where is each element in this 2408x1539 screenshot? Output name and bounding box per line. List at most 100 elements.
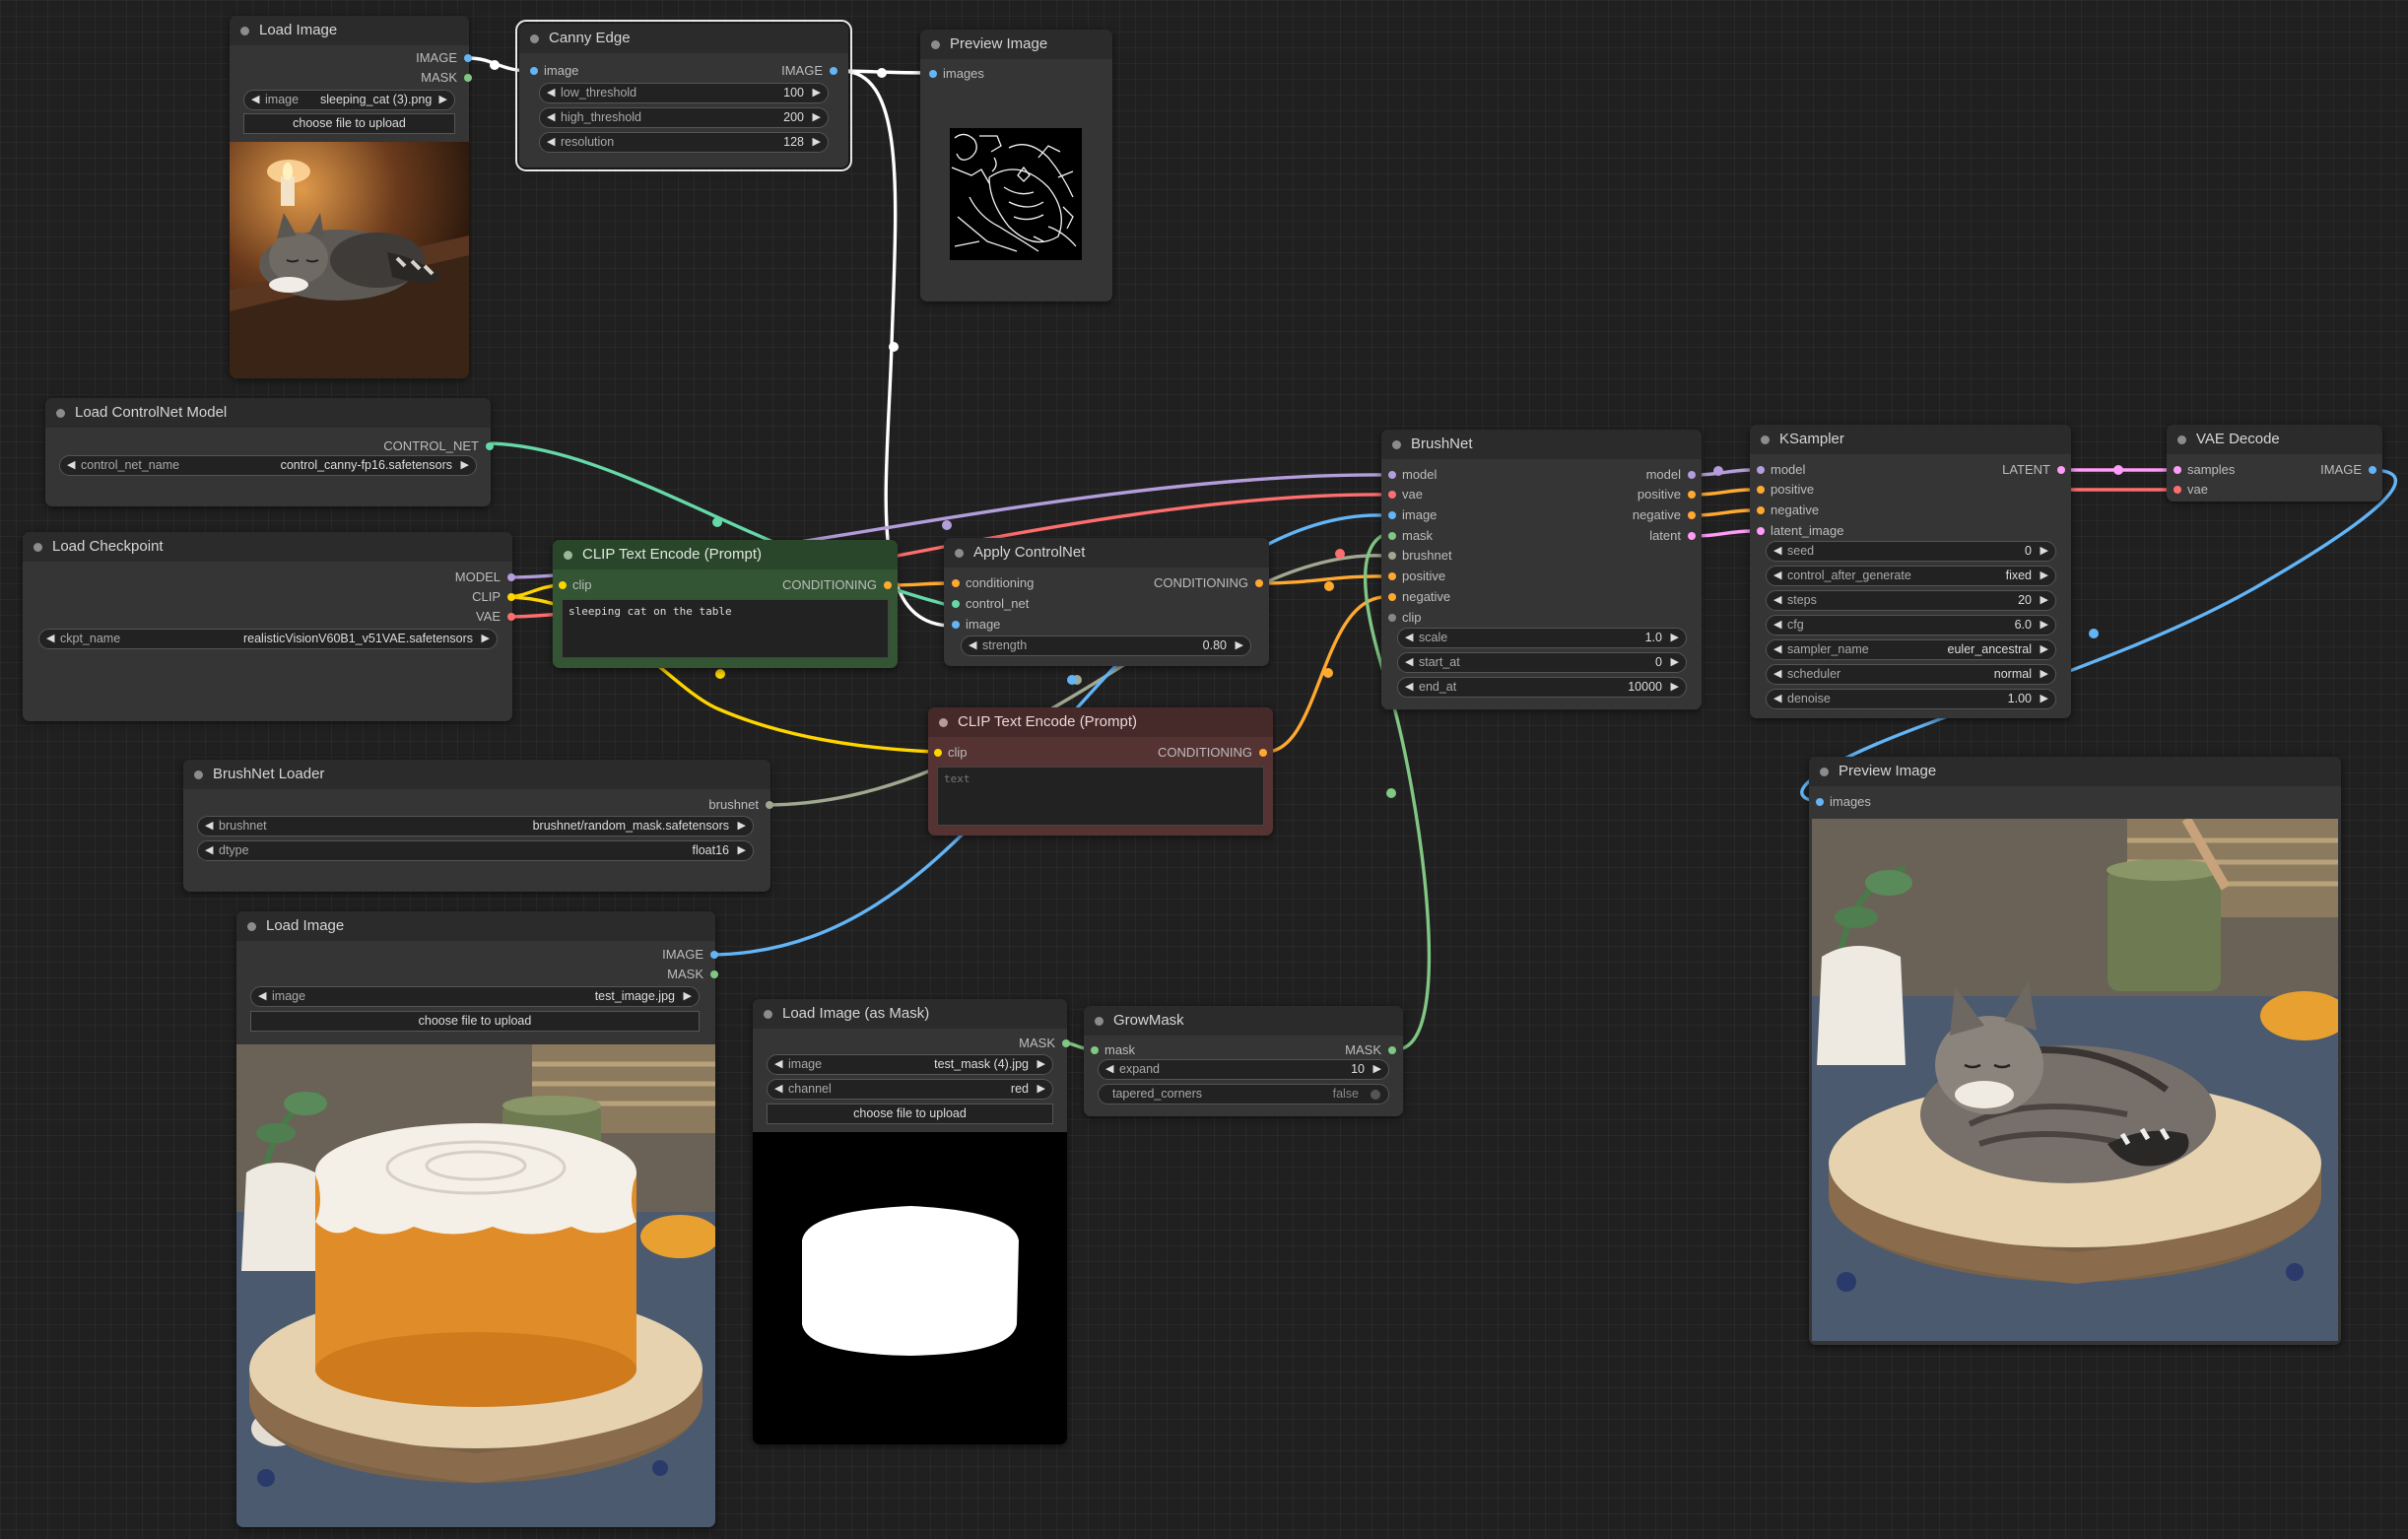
node-load-checkpoint[interactable]: Load Checkpoint MODEL CLIP VAE ◀ ckpt_na… [23,532,516,721]
node-load-image-as-mask[interactable]: Load Image (as Mask) MASK ◀ image test_m… [753,999,1070,1444]
arrow-left-icon[interactable]: ◀ [774,1058,783,1070]
input-negative[interactable]: negative [1387,589,1450,605]
node-canny-edge[interactable]: Canny Edge image IMAGE ◀ low_threshold 1… [515,20,852,171]
output-negative[interactable]: negative [1633,507,1697,523]
node-title[interactable]: BrushNet Loader [183,760,770,789]
arrow-right-icon[interactable]: ▶ [2040,619,2048,631]
node-load-image-bottom[interactable]: Load Image IMAGE MASK ◀ image test_image… [236,911,718,1527]
input-clip[interactable]: clip [1388,610,1422,626]
output-mask[interactable]: MASK [421,70,472,86]
node-title[interactable]: CLIP Text Encode (Prompt) [553,540,898,569]
arrow-left-icon[interactable]: ◀ [205,820,214,832]
node-title[interactable]: KSampler [1750,425,2071,454]
input-vae[interactable]: vae [1388,487,1423,502]
arrow-right-icon[interactable]: ▶ [1372,1063,1381,1075]
input-control-net[interactable]: control_net [951,596,1029,612]
input-model[interactable]: model [1756,462,1805,478]
link-midpoint-7[interactable] [1067,675,1077,685]
arrow-right-icon[interactable]: ▶ [2040,545,2048,557]
node-grow-mask[interactable]: GrowMask mask MASK ◀ expand 10 ▶ tapered… [1084,1006,1403,1116]
node-load-controlnet[interactable]: Load ControlNet Model CONTROL_NET ◀ cont… [45,398,494,506]
upload-button[interactable]: choose file to upload [767,1104,1053,1124]
conditioning-wire-apply-to-brushnet[interactable] [1261,574,1385,585]
arrow-left-icon[interactable]: ◀ [1773,643,1782,655]
output-mask[interactable]: MASK [667,967,718,982]
input-positive[interactable]: positive [1756,482,1814,498]
node-title[interactable]: Preview Image [1809,757,2341,786]
input-latent-image[interactable]: latent_image [1756,523,1843,539]
arrow-left-icon[interactable]: ◀ [547,87,556,99]
arrow-right-icon[interactable]: ▶ [1670,681,1679,693]
arrow-left-icon[interactable]: ◀ [1105,1063,1114,1075]
negative-wire-brushnet-to-ksampler[interactable] [1693,508,1754,517]
node-title[interactable]: VAE Decode [2167,425,2382,454]
arrow-left-icon[interactable]: ◀ [774,1083,783,1095]
arrow-right-icon[interactable]: ▶ [812,136,821,148]
input-brushnet[interactable]: brushnet [1388,548,1452,564]
input-vae[interactable]: vae [2174,482,2208,498]
ckpt-name-combo[interactable]: ◀ ckpt_name realisticVisionV60B1_v51VAE.… [38,629,498,649]
node-brushnet-loader[interactable]: BrushNet Loader brushnet ◀ brushnet brus… [183,760,773,892]
node-title[interactable]: Load ControlNet Model [45,398,491,428]
image-wire-canny-to-preview[interactable] [839,69,932,75]
input-clip[interactable]: clip [934,745,968,761]
input-mask[interactable]: mask [1387,528,1433,544]
node-brushnet[interactable]: BrushNet model vae image mask brushnet p… [1381,430,1702,709]
node-title[interactable]: Canny Edge [519,24,848,53]
arrow-left-icon[interactable]: ◀ [547,111,556,123]
prompt-textarea[interactable]: text [937,767,1264,826]
input-image[interactable]: image [529,63,578,79]
arrow-left-icon[interactable]: ◀ [1405,681,1414,693]
output-image[interactable]: IMAGE [662,947,718,963]
link-midpoint-1[interactable] [877,68,887,78]
arrow-left-icon[interactable]: ◀ [969,639,977,651]
arrow-left-icon[interactable]: ◀ [1405,656,1414,668]
denoise-number[interactable]: ◀ denoise 1.00 ▶ [1766,689,2056,709]
node-clip-text-encode-positive[interactable]: CLIP Text Encode (Prompt) clip CONDITION… [553,540,898,668]
output-conditioning[interactable]: CONDITIONING [782,577,893,593]
input-image[interactable]: image [1387,507,1437,523]
arrow-left-icon[interactable]: ◀ [1773,693,1782,704]
input-mask[interactable]: mask [1090,1042,1135,1058]
arrow-left-icon[interactable]: ◀ [1773,668,1782,680]
input-positive[interactable]: positive [1387,569,1445,584]
node-apply-controlnet[interactable]: Apply ControlNet conditioning control_ne… [944,538,1269,666]
arrow-right-icon[interactable]: ▶ [812,111,821,123]
positive-wire-brushnet-to-ksampler[interactable] [1693,488,1754,497]
image-combo[interactable]: ◀ image sleeping_cat (3).png ▶ [243,90,455,110]
arrow-right-icon[interactable]: ▶ [1235,639,1243,651]
output-latent[interactable]: latent [1649,528,1696,544]
arrow-right-icon[interactable]: ▶ [812,87,821,99]
link-midpoint-4[interactable] [942,520,952,530]
node-clip-text-encode-negative[interactable]: CLIP Text Encode (Prompt) clip CONDITION… [928,707,1273,836]
output-mask[interactable]: MASK [1019,1036,1070,1051]
arrow-right-icon[interactable]: ▶ [2040,693,2048,704]
scale-number[interactable]: ◀ scale 1.0 ▶ [1397,628,1687,648]
toggle-knob[interactable] [1371,1090,1380,1100]
link-midpoint-8[interactable] [1324,581,1334,591]
output-clip[interactable]: CLIP [472,589,515,605]
arrow-left-icon[interactable]: ◀ [1405,632,1414,643]
output-brushnet[interactable]: brushnet [708,797,773,813]
output-vae[interactable]: VAE [476,609,516,625]
seed-number[interactable]: ◀ seed 0 ▶ [1766,541,2056,562]
output-conditioning[interactable]: CONDITIONING [1154,575,1264,591]
arrow-right-icon[interactable]: ▶ [1670,656,1679,668]
input-model[interactable]: model [1387,467,1437,483]
arrow-right-icon[interactable]: ▶ [1037,1083,1045,1095]
start-at-number[interactable]: ◀ start_at 0 ▶ [1397,652,1687,673]
arrow-right-icon[interactable]: ▶ [2040,594,2048,606]
end-at-number[interactable]: ◀ end_at 10000 ▶ [1397,677,1687,698]
high-threshold-number[interactable]: ◀ high_threshold 200 ▶ [539,107,829,128]
brushnet-combo[interactable]: ◀ brushnet brushnet/random_mask.safetens… [197,816,754,836]
prompt-textarea[interactable]: sleeping cat on the table [562,599,889,658]
scheduler-combo[interactable]: ◀ scheduler normal ▶ [1766,664,2056,685]
control-net-name-combo[interactable]: ◀ control_net_name control_canny-fp16.sa… [59,455,477,476]
output-model[interactable]: MODEL [455,569,516,585]
low-threshold-number[interactable]: ◀ low_threshold 100 ▶ [539,83,829,103]
arrow-left-icon[interactable]: ◀ [1773,545,1782,557]
arrow-right-icon[interactable]: ▶ [2040,668,2048,680]
image-combo[interactable]: ◀ image test_image.jpg ▶ [250,986,700,1007]
output-conditioning[interactable]: CONDITIONING [1158,745,1268,761]
resolution-number[interactable]: ◀ resolution 128 ▶ [539,132,829,153]
